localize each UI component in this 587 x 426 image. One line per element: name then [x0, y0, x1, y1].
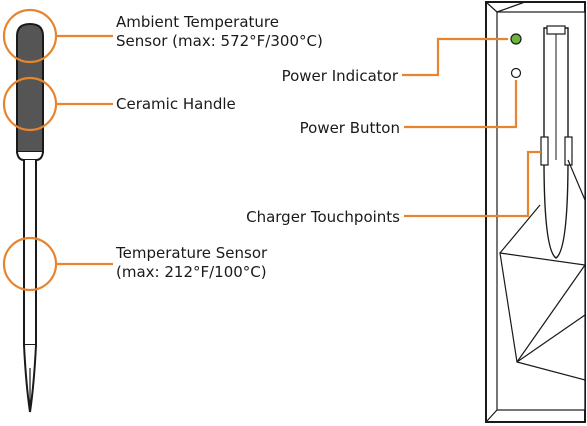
- case-facet-line5: [567, 159, 586, 201]
- case-bevel-top-left: [485, 1, 498, 13]
- charger-case: [485, 1, 586, 423]
- power-indicator-label: Power Indicator: [282, 67, 399, 85]
- touchpoints-leader: [404, 150, 541, 218]
- temperature-label-line1: Temperature Sensor: [115, 244, 268, 262]
- ambient-label-line2: Sensor (max: 572°F/300°C): [116, 32, 323, 50]
- charger-touchpoint-right: [564, 136, 573, 166]
- case-facet-line2: [516, 264, 586, 363]
- power-button-leader: [404, 80, 518, 129]
- power-indicator-leader: [402, 37, 508, 77]
- case-facet-line1: [499, 204, 541, 254]
- case-facet-line3: [516, 314, 586, 363]
- ceramic-handle: [16, 22, 44, 153]
- slot-cap: [546, 25, 566, 35]
- case-bevel-bottom: [485, 409, 498, 423]
- ambient-label-line1: Ambient Temperature: [116, 13, 279, 31]
- power-button[interactable]: [510, 67, 522, 79]
- power-button-label: Power Button: [300, 119, 400, 137]
- power-indicator-led: [510, 33, 522, 45]
- case-bevel-top-right: [496, 1, 526, 13]
- ceramic-handle-label: Ceramic Handle: [116, 95, 236, 113]
- probe-collar: [16, 151, 44, 161]
- charger-touchpoint-left: [540, 136, 549, 166]
- probe-shaft: [23, 160, 37, 346]
- probe: [16, 22, 44, 413]
- temperature-label-line2: (max: 212°F/100°C): [116, 263, 267, 281]
- charger-touchpoints-label: Charger Touchpoints: [246, 208, 400, 226]
